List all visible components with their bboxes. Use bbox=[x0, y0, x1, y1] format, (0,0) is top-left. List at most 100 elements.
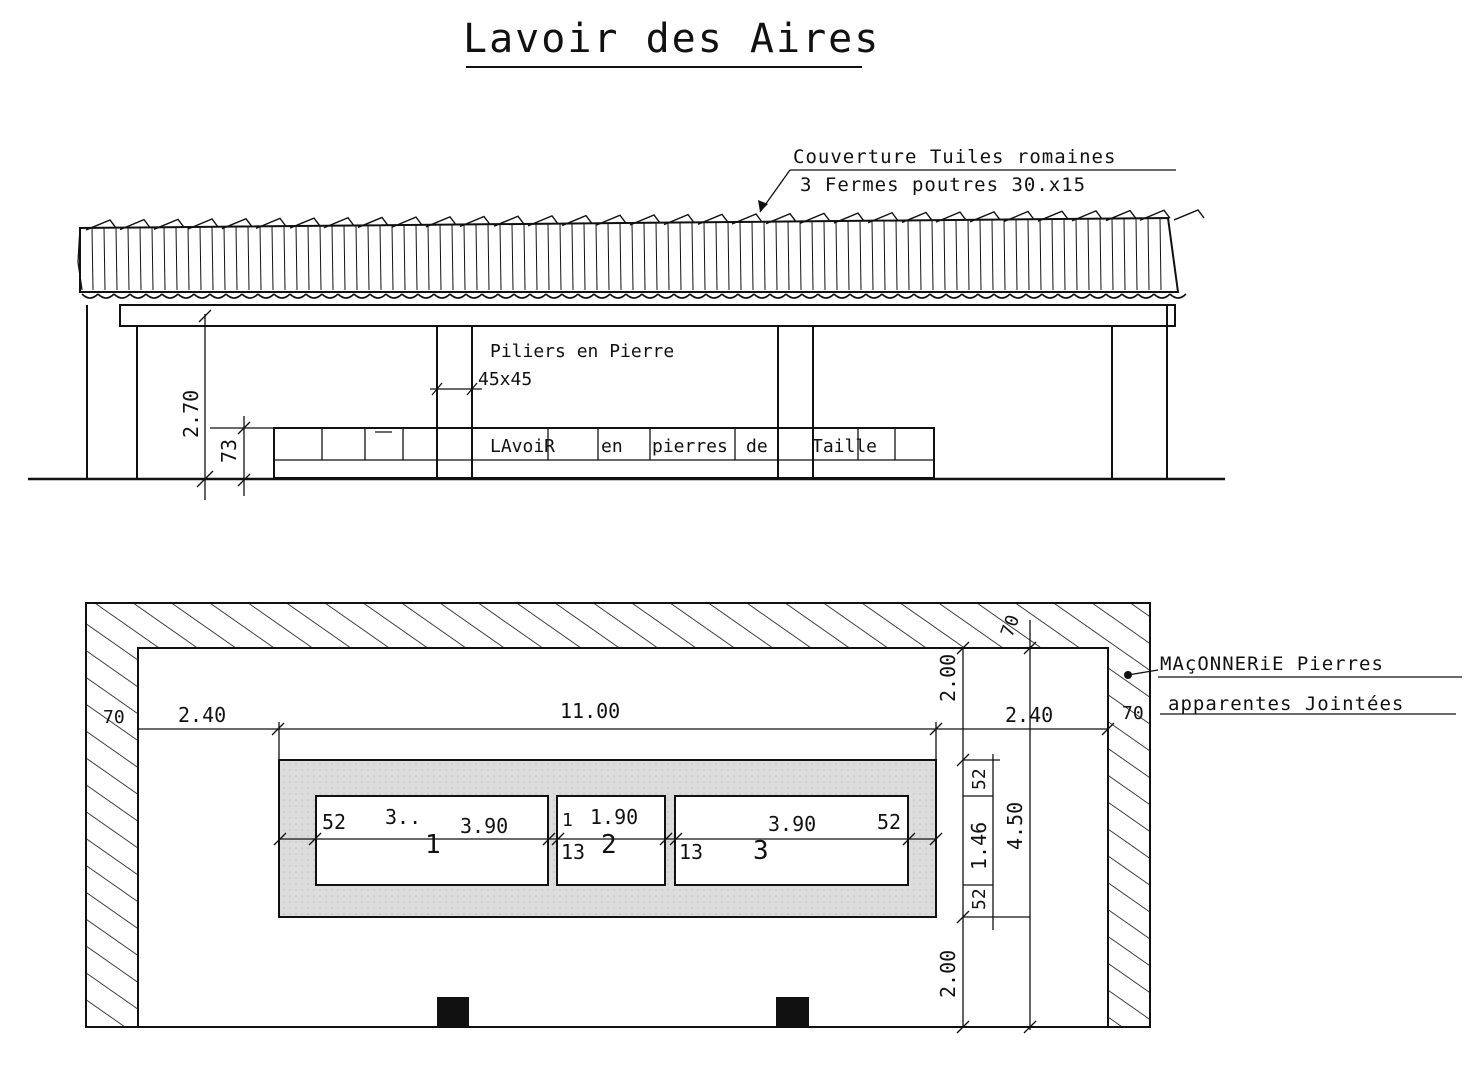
roof-tile-scallop bbox=[881, 293, 899, 299]
roof-tile-line bbox=[811, 221, 814, 291]
roof-tile-line bbox=[1111, 218, 1114, 291]
roof-tile-top bbox=[697, 213, 729, 225]
roof-tile-scallop bbox=[561, 293, 579, 299]
masonry-note-line1: MAçONNERiE Pierres bbox=[1160, 653, 1384, 675]
roof-tile-line bbox=[595, 223, 598, 291]
roof-tile-line bbox=[859, 220, 862, 291]
roof-tile-line bbox=[559, 223, 562, 291]
rim-top-label: 52 bbox=[969, 768, 990, 790]
roof-tile-line bbox=[439, 224, 442, 291]
roof-tile-line bbox=[979, 219, 982, 291]
roof-tile-line bbox=[199, 226, 202, 291]
roof-tile-scallop bbox=[593, 293, 611, 299]
roof-tile-line bbox=[1135, 218, 1138, 291]
roof-tile-scallop bbox=[529, 293, 547, 299]
margin-bottom-label: 2.00 bbox=[936, 950, 960, 998]
roof-tile-scallop bbox=[305, 293, 323, 299]
roof-tile-top bbox=[391, 216, 423, 228]
basin-2-number: 2 bbox=[601, 830, 617, 860]
roof-tile-top bbox=[85, 219, 117, 231]
roof-tile-line bbox=[1003, 219, 1006, 291]
roof-tile-line bbox=[835, 221, 838, 291]
roof-tile-top bbox=[901, 211, 933, 224]
roof-tile-top bbox=[1105, 209, 1137, 222]
roof-tile-scallop bbox=[1057, 293, 1075, 299]
roof-tile-top bbox=[289, 217, 321, 229]
roof-tile-scallop bbox=[353, 293, 371, 299]
roof-tile-line bbox=[475, 224, 478, 291]
roof-tile-line bbox=[751, 221, 754, 291]
roof-tile-scallop bbox=[193, 293, 211, 299]
roof-tile-scallop bbox=[1041, 293, 1059, 299]
roof-tile-line bbox=[763, 221, 766, 291]
roof-tile-line bbox=[619, 223, 622, 291]
roof-tile-scallop bbox=[177, 293, 195, 299]
roof-tile-line bbox=[367, 225, 370, 291]
roof-tile-line bbox=[739, 221, 742, 291]
roof-tile-line bbox=[967, 219, 970, 291]
roof-tile-scallop bbox=[1025, 293, 1043, 299]
masonry-note-line2: apparentes Jointées bbox=[1168, 693, 1404, 715]
roof-tile-line bbox=[127, 227, 130, 291]
roof-tile-line bbox=[511, 224, 514, 291]
basin-label: LAvoiR en pierres de Taille bbox=[490, 436, 877, 457]
roof-tiles bbox=[77, 209, 1205, 299]
basin-word-4: de bbox=[746, 436, 768, 457]
roof-tile-top bbox=[1003, 210, 1035, 223]
roof-tile-scallop bbox=[497, 293, 515, 299]
plan-post-right bbox=[776, 997, 809, 1027]
roof-tile-line bbox=[139, 227, 142, 291]
roof-tile-line bbox=[1075, 218, 1078, 291]
roof-tile-scallop bbox=[961, 293, 979, 299]
pillar-note-line2: 45x45 bbox=[478, 369, 532, 390]
roof-tile-line bbox=[907, 220, 910, 291]
roof-tile-top bbox=[969, 210, 1001, 223]
roof-tile-line bbox=[727, 222, 730, 291]
roof-tile-top bbox=[629, 214, 661, 226]
basin-word-2: en bbox=[601, 436, 623, 457]
roof-note-line2: 3 Fermes poutres 30.x15 bbox=[800, 174, 1086, 196]
roof-tile-scallop bbox=[721, 293, 739, 299]
roof-tile-scallop bbox=[321, 293, 339, 299]
roof-tile-line bbox=[667, 222, 670, 291]
roof-tile-scallop bbox=[993, 293, 1011, 299]
height-dimensions: 2.70 73 bbox=[179, 309, 274, 500]
roof-tile-line bbox=[847, 220, 850, 291]
roof-tile-scallop bbox=[609, 293, 627, 299]
roof-tile-scallop bbox=[1137, 293, 1155, 299]
roof-tile-scallop bbox=[705, 293, 723, 299]
inner-depth-label: 1.46 bbox=[967, 822, 991, 870]
roof-tile-top bbox=[119, 218, 151, 231]
roof-tile-top bbox=[493, 215, 525, 227]
roof-tile-top bbox=[357, 216, 389, 229]
roof-tile-line bbox=[523, 223, 526, 291]
margin-right-label: 2.40 bbox=[1005, 703, 1053, 727]
roof-tile-scallop bbox=[785, 293, 803, 299]
roof-beam bbox=[119, 304, 1176, 327]
roof-tile-scallop bbox=[577, 293, 595, 299]
roof-tile-line bbox=[463, 224, 466, 291]
roof-tile-line bbox=[679, 222, 682, 291]
roof-tile-scallop bbox=[929, 293, 947, 299]
basin-1 bbox=[315, 795, 549, 886]
roof-tile-line bbox=[607, 223, 610, 291]
roof-tile-scallop bbox=[401, 293, 419, 299]
roof-tile-scallop bbox=[513, 293, 531, 299]
roof-tile-top bbox=[731, 213, 763, 225]
roof-tile-scallop bbox=[913, 293, 931, 299]
wall-right-label: 70 bbox=[1122, 703, 1144, 724]
basin-2-extra: 1 bbox=[562, 810, 573, 831]
roof-tile-top bbox=[867, 211, 899, 224]
roof-tile-line bbox=[1039, 219, 1042, 291]
roof-tile-scallop bbox=[753, 293, 771, 299]
pillar-note: Piliers en Pierre 45x45 bbox=[430, 341, 674, 396]
roof-tile-top bbox=[595, 214, 627, 226]
basin-1-extra: 3.. bbox=[385, 805, 421, 829]
roof-tile-scallop bbox=[1089, 293, 1107, 299]
drawing-title: Lavoir des Aires bbox=[463, 16, 880, 62]
roof-tile-scallop bbox=[481, 293, 499, 299]
roof-tile-scallop bbox=[433, 293, 451, 299]
pillars bbox=[86, 305, 1168, 479]
roof-tile-line bbox=[1027, 219, 1030, 291]
roof-tile-scallop bbox=[545, 293, 563, 299]
